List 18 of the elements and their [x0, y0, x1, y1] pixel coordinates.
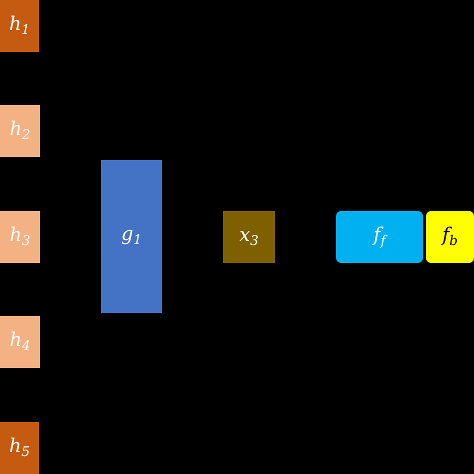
state-box [0, 422, 39, 474]
state-box [0, 105, 40, 157]
node-label: h$_{1}$ [9, 14, 30, 38]
node-label: f$_{f}$ [374, 226, 386, 248]
node-label: f$_{b}$ [442, 226, 458, 248]
node-label: h$_{5}$ [9, 436, 30, 460]
node-label: g$_{1}$ [121, 225, 142, 248]
gate-box [101, 160, 162, 313]
state-box [0, 316, 40, 368]
node-label: h$_{4}$ [10, 330, 30, 354]
backward-box [426, 211, 474, 263]
state-box [223, 211, 275, 263]
state-box [0, 211, 40, 263]
node-label: h$_{2}$ [10, 120, 30, 142]
node-label: x$_{3}$ [239, 226, 259, 248]
state-box [0, 0, 39, 52]
forward-box [336, 211, 423, 263]
node-label: h$_{3}$ [10, 226, 30, 248]
